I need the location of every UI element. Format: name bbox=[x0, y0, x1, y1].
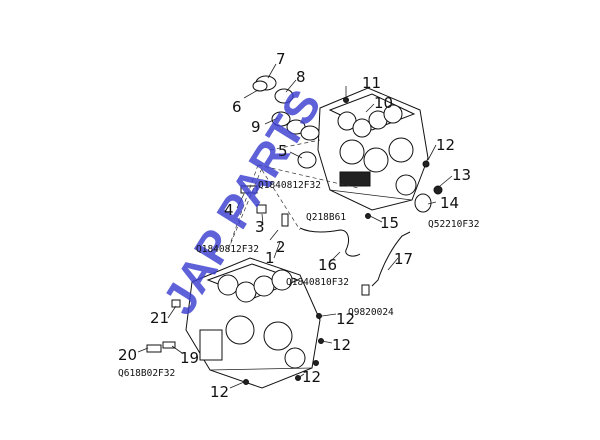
callout-1: 1 bbox=[265, 249, 275, 267]
callout-9: 9 bbox=[251, 118, 261, 136]
upper-cylinder-block bbox=[317, 87, 429, 211]
part-code-label: Q1840812F32 bbox=[258, 180, 321, 191]
callout-3: 3 bbox=[255, 218, 265, 236]
callout-16: 16 bbox=[318, 256, 337, 274]
callout-8: 8 bbox=[296, 68, 306, 86]
callout-12-right-1: 12 bbox=[336, 310, 355, 328]
small-fittings bbox=[146, 97, 443, 385]
callout-14: 14 bbox=[440, 194, 459, 212]
callout-5: 5 bbox=[278, 142, 288, 160]
callout-15: 15 bbox=[380, 214, 399, 232]
callout-2: 2 bbox=[276, 238, 286, 256]
bearing-shells bbox=[252, 75, 320, 169]
part-code-label: Q1840810F32 bbox=[286, 277, 349, 288]
callout-4: 4 bbox=[224, 201, 234, 219]
part-code-label: Q1840812F32 bbox=[196, 244, 259, 255]
callout-12-bottom: 12 bbox=[210, 383, 229, 401]
part-code-label: Q52210F32 bbox=[428, 219, 479, 230]
lower-cylinder-block bbox=[185, 257, 321, 389]
callout-12-right-3: 12 bbox=[302, 368, 321, 386]
part-code-label: Q618B02F32 bbox=[118, 368, 175, 379]
callout-20: 20 bbox=[118, 346, 137, 364]
callout-11: 11 bbox=[362, 74, 381, 92]
callout-12-top: 12 bbox=[436, 136, 455, 154]
callout-10: 10 bbox=[374, 94, 393, 112]
callout-21: 21 bbox=[150, 309, 169, 327]
leader-lines bbox=[137, 63, 453, 389]
callout-numbers: 1 2 3 4 5 6 7 8 9 10 11 12 13 14 15 16 1… bbox=[118, 50, 471, 401]
callout-19: 19 bbox=[180, 349, 199, 367]
callout-13: 13 bbox=[452, 166, 471, 184]
callout-17: 17 bbox=[394, 250, 413, 268]
callout-12-right-2: 12 bbox=[332, 336, 351, 354]
part-code-labels: Q1840812F32 Q218B61 Q52210F32 Q1840812F3… bbox=[118, 180, 479, 379]
callout-6: 6 bbox=[232, 98, 242, 116]
part-code-label: Q218B61 bbox=[306, 212, 346, 223]
callout-7: 7 bbox=[276, 50, 286, 68]
guide-lines bbox=[227, 139, 359, 251]
coolant-hoses bbox=[299, 227, 411, 287]
part-code-label: Q9820024 bbox=[348, 307, 394, 318]
